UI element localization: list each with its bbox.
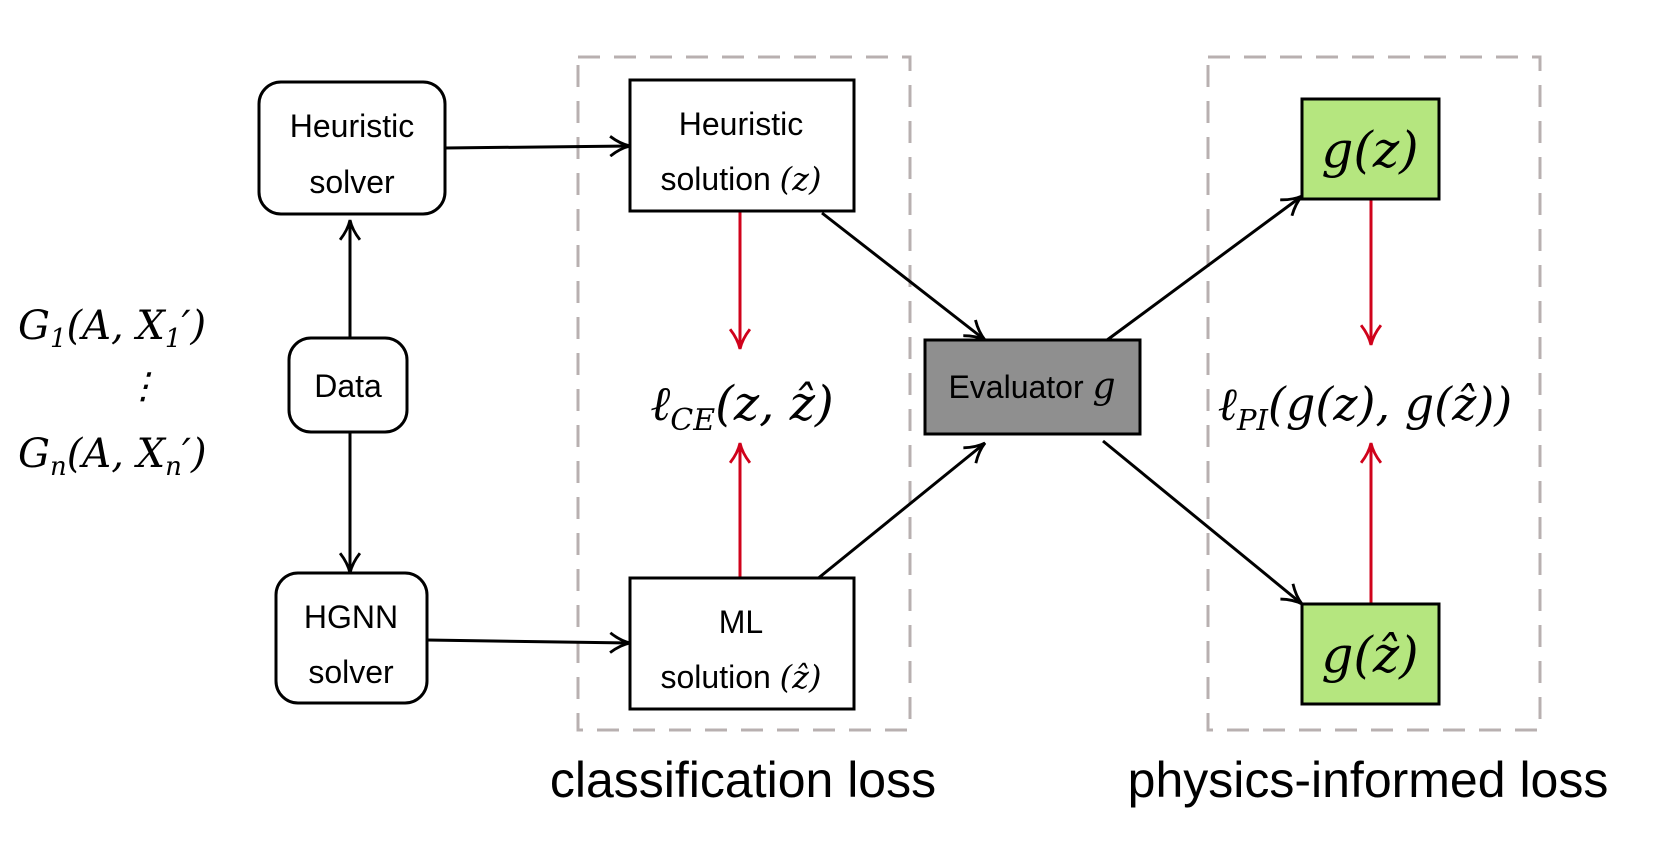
hgnn-solver-line1: HGNN	[304, 599, 398, 635]
heuristic-solver-line1: Heuristic	[290, 108, 414, 144]
evaluator-label: Evaluator g	[948, 366, 1115, 407]
arrow-ml-solution-to-evaluator	[815, 443, 985, 582]
heuristic-solver-line2: solver	[309, 164, 395, 200]
ml-solution-line1: ML	[719, 604, 763, 640]
heuristic-solution-line2: solution (z)	[660, 160, 821, 198]
heuristic-solution-line1: Heuristic	[679, 106, 803, 142]
flow-arrows	[350, 146, 1302, 643]
classification-loss-label: classification loss	[550, 752, 936, 808]
input-graphs: G1(A, X1′) ⋮ Gn(A, Xn′)	[18, 303, 207, 482]
g-z-node: g(z)	[1300, 97, 1441, 201]
input-graph-first: G1(A, X1′)	[18, 303, 206, 354]
ml-solution-line2: solution (ẑ)	[660, 658, 821, 696]
hgnn-solver-line2: solver	[308, 654, 394, 690]
data-label: Data	[314, 368, 382, 404]
data-node: Data	[287, 336, 409, 434]
pi-loss-formula: ℓPI(g(z), g(ẑ))	[1218, 377, 1512, 437]
heuristic-solver-node: Heuristic solver	[257, 80, 447, 216]
g-zhat-node: g(ẑ)	[1300, 602, 1441, 706]
hgnn-solver-node: HGNN solver	[274, 571, 429, 705]
physics-informed-loss-group	[1206, 55, 1542, 732]
arrow-heuristic-solver-to-solution	[444, 146, 630, 148]
ce-loss-formula: ℓCE(z, ẑ)	[650, 376, 833, 438]
g-zhat-label: g(ẑ)	[1321, 626, 1418, 684]
g-z-label: g(z)	[1321, 121, 1418, 179]
arrow-evaluator-to-g-zhat	[1102, 439, 1302, 604]
loss-arrows	[740, 199, 1371, 604]
physics-informed-loss-label: physics-informed loss	[1128, 752, 1609, 808]
input-graph-ellipsis: ⋮	[125, 366, 161, 407]
classification-loss-group	[576, 55, 912, 732]
arrow-hgnn-solver-to-ml-solution	[426, 640, 630, 643]
evaluator-node: Evaluator g	[923, 338, 1142, 436]
arrow-heuristic-solution-to-evaluator	[821, 211, 985, 340]
arrow-evaluator-to-g-z	[1102, 196, 1302, 345]
heuristic-solution-node: Heuristic solution (z)	[628, 78, 856, 213]
ml-solution-node: ML solution (ẑ)	[628, 576, 856, 711]
input-graph-last: Gn(A, Xn′)	[18, 431, 207, 482]
